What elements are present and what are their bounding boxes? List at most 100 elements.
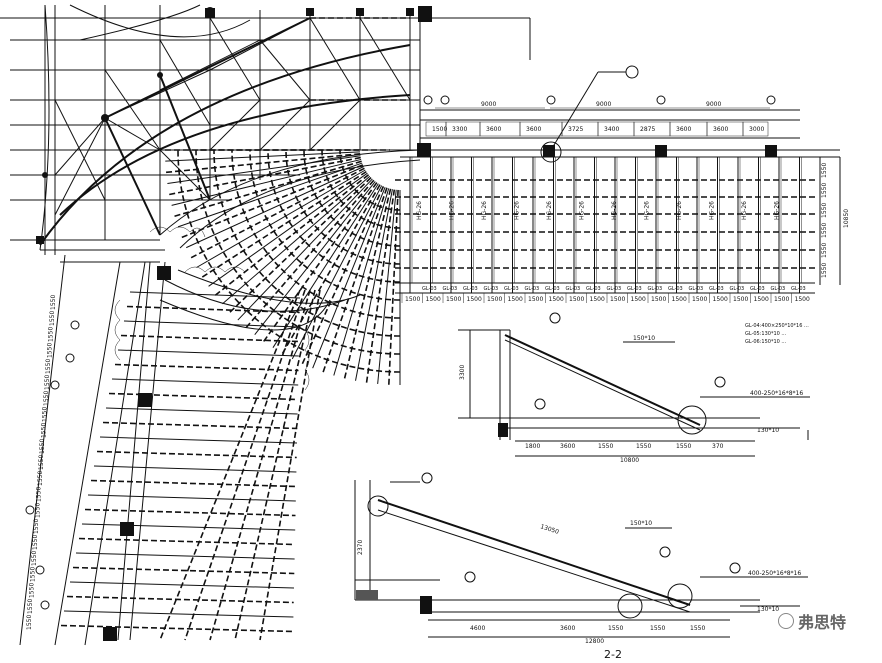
bottom-dimension: 1500 xyxy=(446,296,461,303)
fan-beam-label: GL-03 xyxy=(463,286,478,292)
section1-dimension: 1550 xyxy=(598,443,613,450)
right-dimension: 1550 xyxy=(821,163,828,178)
section2-total: 12800 xyxy=(585,638,604,645)
beam-label: HG-26 xyxy=(579,201,586,220)
bottom-dimension: 1500 xyxy=(405,296,420,303)
section1-dimension: 1800 xyxy=(525,443,540,450)
bottom-dimension: 1500 xyxy=(508,296,523,303)
lower-grid xyxy=(19,254,361,646)
truss-region xyxy=(0,4,531,255)
right-dimension: 1550 xyxy=(821,243,828,258)
section2-member-label: 400-250*16*8*16 xyxy=(748,570,801,577)
legend-note: GL-06:150*10 ... xyxy=(745,339,787,345)
legend-note: GL-04:400×250*10*16 ... xyxy=(745,323,809,329)
left-dimension: 1550 xyxy=(34,503,41,518)
bottom-dimension: 1500 xyxy=(733,296,748,303)
fan-beam-label: GL-03 xyxy=(586,286,601,292)
section2-dimension: 1550 xyxy=(650,625,665,632)
left-dimension: 1550 xyxy=(46,343,53,358)
section2-dimension: 1550 xyxy=(608,625,623,632)
sub-dimension: 3300 xyxy=(452,126,467,133)
section1-dimension: 1550 xyxy=(636,443,651,450)
section2-dimension: 3600 xyxy=(560,625,575,632)
legend-note: GL-05:130*10 ... xyxy=(745,331,787,337)
bottom-dimension: 1500 xyxy=(774,296,789,303)
section1-dimension: 370 xyxy=(712,443,724,450)
legend-notes: GL-04:400×250*10*16 ... GL-05:130*10 ... G… xyxy=(745,323,809,345)
beam-label: HG-26 xyxy=(514,201,521,220)
section1-height: 3300 xyxy=(459,365,466,380)
sub-dimension: 3725 xyxy=(568,126,583,133)
fan-beam-label: GL-03 xyxy=(648,286,663,292)
left-dimension: 1550 xyxy=(37,471,44,486)
section1-member-label: 130*10 xyxy=(757,427,779,434)
fan-beam-label: GL-03 xyxy=(750,286,765,292)
columns xyxy=(103,143,777,641)
fan-beam-label: GL-03 xyxy=(730,286,745,292)
left-dimension: 1550 xyxy=(36,487,43,502)
bottom-dimension: 1500 xyxy=(487,296,502,303)
bottom-dimension: 1500 xyxy=(713,296,728,303)
beam-label: HG-26 xyxy=(416,201,423,220)
left-dimension: 1550 xyxy=(31,551,38,566)
sub-dimension: 3600 xyxy=(713,126,728,133)
bottom-dimension: 1500 xyxy=(754,296,769,303)
right-dimension: 1550 xyxy=(821,183,828,198)
beam-label: HG-26 xyxy=(741,201,748,220)
sub-dimension: 3600 xyxy=(676,126,691,133)
vertical-beams xyxy=(409,157,802,293)
left-dimension: 1550 xyxy=(43,391,50,406)
fan-beam-label: GL-03 xyxy=(525,286,540,292)
left-dimension: 1550 xyxy=(40,423,47,438)
fan-beam-label: GL-03 xyxy=(504,286,519,292)
fan-beam-label: GL-03 xyxy=(607,286,622,292)
top-dimension: 9000 xyxy=(596,101,611,108)
fan-beam-label: GL-03 xyxy=(689,286,704,292)
left-dimension: 1550 xyxy=(50,295,57,310)
section2-slope-length: 13050 xyxy=(539,523,559,536)
bottom-dimension: 1500 xyxy=(651,296,666,303)
fan-beam-label: GL-03 xyxy=(443,286,458,292)
watermark: 弗思特 xyxy=(777,609,846,633)
fan-beam-label: GL-03 xyxy=(545,286,560,292)
left-dimension: 1550 xyxy=(42,407,49,422)
bottom-dimension: 1500 xyxy=(549,296,564,303)
wechat-icon xyxy=(777,613,794,629)
bottom-dimension: 1500 xyxy=(672,296,687,303)
sub-dimension: 3600 xyxy=(486,126,501,133)
beam-label: HG-26 xyxy=(774,201,781,220)
right-dimension: 1550 xyxy=(821,263,828,278)
left-dimension: 1550 xyxy=(39,439,46,454)
left-dimension: 1550 xyxy=(32,535,39,550)
beam-label: HG-26 xyxy=(481,201,488,220)
right-dimension: 1550 xyxy=(821,203,828,218)
left-dimension: 1550 xyxy=(26,615,33,630)
top-dimension: 9000 xyxy=(706,101,721,108)
section2-dimension: 1550 xyxy=(690,625,705,632)
section2-height: 2370 xyxy=(357,540,364,555)
fan-beam-label: GL-03 xyxy=(791,286,806,292)
bottom-dimension: 1500 xyxy=(610,296,625,303)
bottom-dimension: 1500 xyxy=(426,296,441,303)
sub-dimension: 3000 xyxy=(749,126,764,133)
section2-dimension: 4600 xyxy=(470,625,485,632)
fan-beam-label: GL-03 xyxy=(709,286,724,292)
section-detail-2 xyxy=(354,472,808,638)
left-dimension: 1550 xyxy=(38,455,45,470)
fan-beam-label: GL-03 xyxy=(668,286,683,292)
grid-bubbles xyxy=(25,65,776,610)
section1-total: 10800 xyxy=(620,457,639,464)
left-dimension: 1550 xyxy=(28,583,35,598)
beam-label: HG-26 xyxy=(546,201,553,220)
section1-member-label: 150*10 xyxy=(633,335,655,342)
section1-dimension: 1550 xyxy=(676,443,691,450)
bottom-dimension: 1500 xyxy=(590,296,605,303)
left-dimension: 1550 xyxy=(44,375,51,390)
section1-member-label: 400-250*16*8*16 xyxy=(750,390,803,397)
left-dimension: 1550 xyxy=(45,359,52,374)
